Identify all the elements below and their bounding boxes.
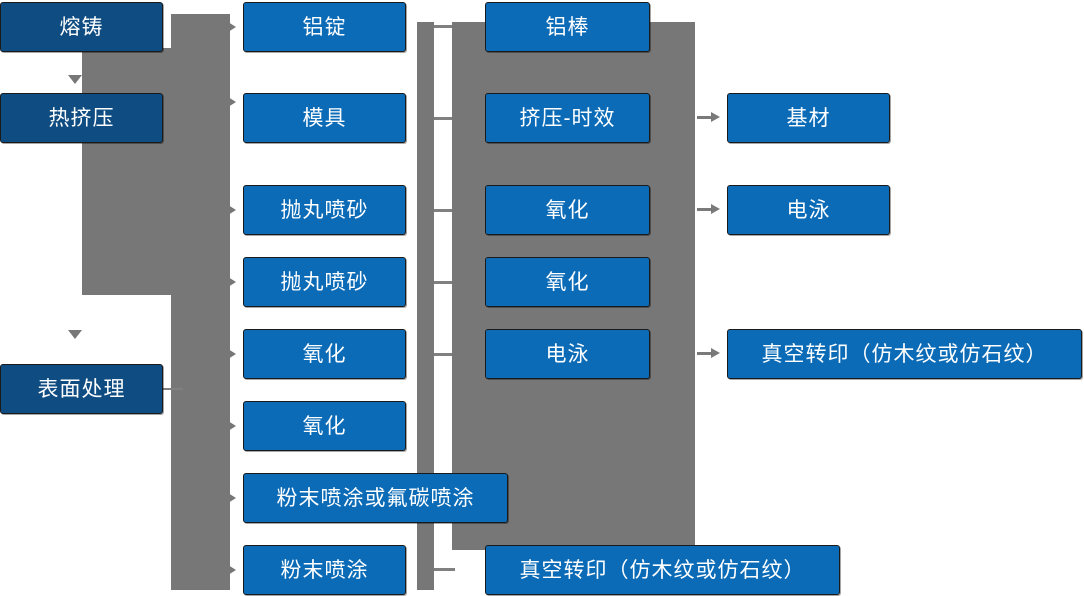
arrow-to-out-substrate <box>711 112 720 122</box>
arrow-stem-substrate <box>697 116 713 119</box>
arrow-to-op-powder-fluoro <box>225 491 236 505</box>
tr-oxidation-1-label: 氧化 <box>545 198 590 222</box>
stage-extrusion[interactable]: 热挤压 <box>0 93 163 143</box>
tr-vacuum-print[interactable]: 真空转印（仿木纹或仿石纹） <box>485 545 840 595</box>
op-shotblast-2-label: 抛丸喷砂 <box>280 270 369 294</box>
op-shotblast-1[interactable]: 抛丸喷砂 <box>243 185 406 235</box>
arrow-to-op-oxidation-1 <box>225 347 236 361</box>
arrow-to-op-shotblast-2 <box>225 275 236 289</box>
tr-oxidation-1[interactable]: 氧化 <box>485 185 650 235</box>
arrow-down-to-surface <box>68 330 82 339</box>
arrow-to-out-vacuum-print <box>711 348 720 358</box>
tr-vacuum-print-label: 真空转印（仿木纹或仿石纹） <box>519 558 806 582</box>
tr-bar[interactable]: 铝棒 <box>485 2 650 52</box>
op-powder[interactable]: 粉末喷涂 <box>243 545 406 595</box>
arrow-stem-vacuum-print <box>697 352 713 355</box>
arrow-to-out-electrophor <box>711 204 720 214</box>
stage-surface-label: 表面处理 <box>37 377 126 401</box>
arrow-to-op-ingot <box>225 20 236 34</box>
op-powder-label: 粉末喷涂 <box>280 558 369 582</box>
connector-rung-2 <box>434 117 455 120</box>
op-oxidation-2[interactable]: 氧化 <box>243 401 406 451</box>
op-oxidation-1[interactable]: 氧化 <box>243 329 406 379</box>
tr-electrophor[interactable]: 电泳 <box>485 329 650 379</box>
tr-electrophor-label: 电泳 <box>545 342 590 366</box>
tr-bar-label: 铝棒 <box>545 15 590 39</box>
connector-band-spine <box>417 22 434 590</box>
connector-surface-to-band <box>163 388 183 390</box>
out-electrophor[interactable]: 电泳 <box>727 185 890 235</box>
op-ingot-label: 铝锭 <box>302 15 347 39</box>
out-substrate-label: 基材 <box>786 106 831 130</box>
op-mold[interactable]: 模具 <box>243 93 406 143</box>
connector-rung-1 <box>434 25 455 28</box>
out-electrophor-label: 电泳 <box>786 198 831 222</box>
arrow-down-to-extrusion <box>68 75 82 84</box>
op-powder-fluoro-label: 粉末喷涂或氟碳喷涂 <box>276 486 475 510</box>
connector-rung-5 <box>434 353 455 356</box>
out-vacuum-print[interactable]: 真空转印（仿木纹或仿石纹） <box>727 329 1082 379</box>
arrow-stem-electrophor <box>697 208 713 211</box>
tr-oxidation-2-label: 氧化 <box>545 270 590 294</box>
out-substrate[interactable]: 基材 <box>727 93 890 143</box>
op-oxidation-1-label: 氧化 <box>302 342 347 366</box>
tr-extrusion-age[interactable]: 挤压-时效 <box>485 93 650 143</box>
arrow-to-op-powder <box>225 563 236 577</box>
op-shotblast-1-label: 抛丸喷砂 <box>280 198 369 222</box>
tr-extrusion-age-label: 挤压-时效 <box>519 106 616 130</box>
arrow-to-op-oxidation-2 <box>225 419 236 433</box>
stage-surface[interactable]: 表面处理 <box>0 364 163 414</box>
op-mold-label: 模具 <box>302 106 347 130</box>
op-ingot[interactable]: 铝锭 <box>243 2 406 52</box>
stage-melting[interactable]: 熔铸 <box>0 2 163 52</box>
connector-rung-4 <box>434 281 455 284</box>
op-powder-fluoro[interactable]: 粉末喷涂或氟碳喷涂 <box>243 473 508 523</box>
op-shotblast-2[interactable]: 抛丸喷砂 <box>243 257 406 307</box>
connector-band-main <box>171 14 230 590</box>
arrow-to-op-mold <box>225 95 236 109</box>
connector-rung-6 <box>434 568 455 571</box>
connector-band-left <box>82 48 171 295</box>
out-vacuum-print-label: 真空转印（仿木纹或仿石纹） <box>761 342 1048 366</box>
op-oxidation-2-label: 氧化 <box>302 414 347 438</box>
stage-melting-label: 熔铸 <box>59 15 104 39</box>
stage-extrusion-label: 热挤压 <box>48 106 115 130</box>
tr-oxidation-2[interactable]: 氧化 <box>485 257 650 307</box>
connector-rung-3 <box>434 209 455 212</box>
arrow-to-op-shotblast-1 <box>225 203 236 217</box>
